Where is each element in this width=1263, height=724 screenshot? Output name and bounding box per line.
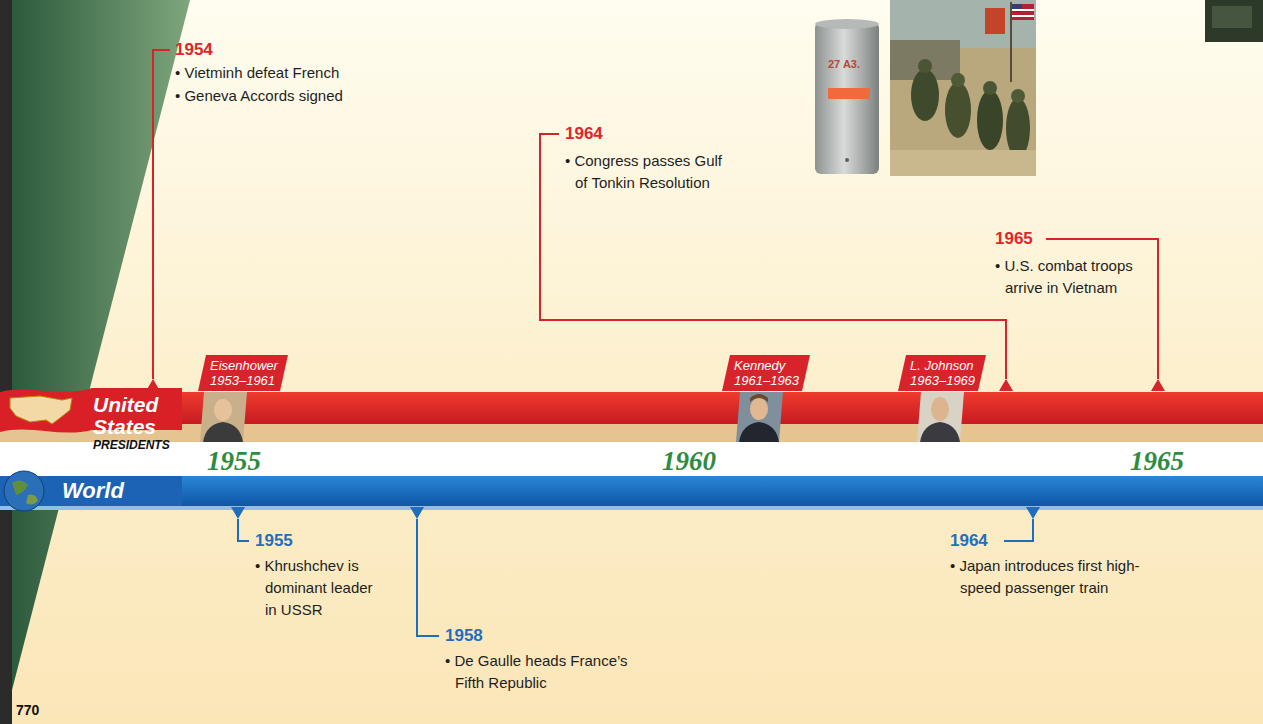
portrait — [200, 392, 247, 442]
president-tag: Kennedy1961–1963 — [722, 355, 809, 391]
event-marker — [1026, 507, 1040, 519]
axis-year: 1965 — [1130, 446, 1184, 476]
event-year: 1958 — [445, 626, 483, 646]
event-text: • U.S. combat troops arrive in Vietnam — [995, 255, 1147, 299]
portrait — [917, 392, 964, 442]
canister-marking: 27 A3. — [828, 58, 860, 71]
world-band — [0, 476, 1263, 506]
canister-lid — [815, 19, 879, 29]
event-text: • Japan introduces first high-speed pass… — [950, 555, 1155, 599]
year-strip — [0, 442, 1263, 476]
portrait-face — [750, 398, 768, 420]
portrait-face — [931, 397, 949, 421]
portrait-suit — [203, 422, 243, 442]
event-year: 1965 — [995, 229, 1033, 249]
banner-subtitle: 1963–1969 — [910, 373, 975, 388]
event-text: • De Gaulle heads France’s Fifth Republi… — [445, 650, 645, 694]
soldier — [911, 69, 939, 121]
soldier-helmet — [1011, 89, 1025, 103]
corner-photo — [1205, 0, 1263, 42]
flag-pole — [1010, 2, 1012, 82]
country-banner: United StatesPRESIDENTS — [0, 384, 182, 454]
banner-subtitle: PRESIDENTS — [93, 438, 180, 452]
event-text: • Geneva Accords signed — [175, 85, 405, 107]
flag — [1012, 4, 1034, 20]
tan-strip — [0, 424, 1263, 442]
side-panel — [12, 0, 190, 690]
tag-shape — [722, 355, 810, 391]
canister-rivet — [845, 158, 849, 162]
soldier — [1006, 98, 1030, 158]
banner-title: Eisenhower — [210, 358, 278, 373]
portrait — [736, 392, 783, 442]
banner-title: L. Johnson — [910, 358, 975, 373]
us-band — [0, 392, 1263, 424]
corner-photo-detail — [1212, 6, 1252, 28]
globe-icon — [4, 471, 44, 511]
world-banner: World — [0, 476, 182, 506]
event-text: • Vietminh defeat French — [175, 62, 405, 84]
event-year: 1955 — [255, 531, 293, 551]
globe-land — [12, 480, 28, 495]
leader-line — [238, 519, 249, 541]
leader-line — [1004, 519, 1033, 541]
president-tag: L. Johnson1963–1969 — [898, 355, 985, 391]
canister-stripe — [828, 88, 870, 99]
event-marker — [1151, 379, 1165, 391]
event-year: 1964 — [565, 124, 603, 144]
photo-ground — [890, 0, 1036, 176]
axis-year: 1955 — [207, 446, 261, 476]
soldiers-photo — [890, 0, 1036, 176]
flag — [985, 8, 1005, 34]
page-edge — [0, 0, 12, 724]
banner-title: Kennedy — [734, 358, 799, 373]
event-marker — [231, 507, 245, 519]
banner-title: World — [62, 476, 180, 506]
soldier — [977, 90, 1003, 150]
portrait-hair — [750, 394, 768, 402]
leader-line — [153, 50, 170, 379]
map-icon — [10, 396, 72, 424]
tag-shape — [198, 355, 288, 391]
event-marker — [410, 507, 424, 519]
banner-subtitle: 1961–1963 — [734, 373, 799, 388]
portrait-ground — [736, 392, 783, 442]
leader-line — [417, 519, 439, 636]
portrait-ground — [917, 392, 964, 442]
event-year: 1964 — [950, 531, 988, 551]
soldier-helmet — [951, 73, 965, 87]
soldier-helmet — [983, 81, 997, 95]
world-band-edge — [0, 506, 1263, 510]
banner-title: United States — [93, 394, 180, 438]
axis-year: 1960 — [662, 446, 716, 476]
event-year: 1954 — [175, 40, 213, 60]
tag-shape — [898, 355, 986, 391]
flag-stripe — [1012, 15, 1034, 17]
president-tag: Eisenhower1953–1961 — [198, 355, 288, 391]
photo-beach — [890, 150, 1036, 176]
banner-subtitle: 1953–1961 — [210, 373, 278, 388]
soldier-helmet — [918, 59, 932, 73]
portrait-face — [214, 399, 232, 421]
canister-body — [815, 22, 879, 174]
event-text: • Congress passes Gulf of Tonkin Resolut… — [565, 150, 733, 194]
event-text: • Khrushchev is dominant leader in USSR — [255, 555, 379, 621]
soldier — [945, 82, 971, 138]
portrait-ground — [200, 392, 247, 442]
flag-stripe — [1012, 9, 1034, 11]
event-marker — [999, 379, 1013, 391]
globe-land — [26, 495, 38, 505]
portrait-suit — [920, 422, 960, 442]
page-number: 770 — [16, 702, 39, 718]
canister-illustration — [815, 19, 879, 174]
leader-lines — [238, 519, 1033, 636]
portrait-suit — [739, 422, 779, 442]
